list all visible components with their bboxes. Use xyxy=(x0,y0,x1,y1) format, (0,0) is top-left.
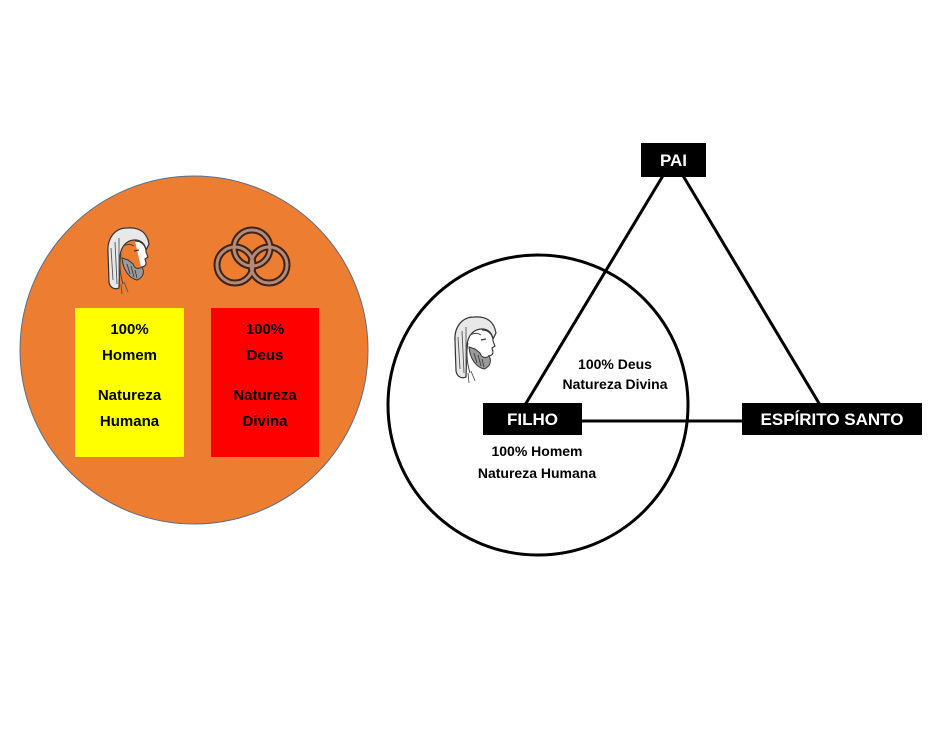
divine-card-background xyxy=(211,308,319,457)
divine-card-line4: Divina xyxy=(242,413,288,430)
human-card-line1: 100% xyxy=(110,321,148,338)
edge-pai-filho xyxy=(523,173,666,406)
divine-card-line3: Natureza xyxy=(233,387,297,404)
node-filho-box xyxy=(483,403,582,435)
node-filho-label: FILHO xyxy=(507,410,558,429)
node-filho: FILHO xyxy=(483,403,582,435)
node-pai: PAI xyxy=(641,143,706,177)
divine-card-line1: 100% xyxy=(246,321,284,338)
node-espirito-box xyxy=(742,403,922,435)
human-card-line4: Humana xyxy=(100,413,160,430)
human-text-line2: Natureza Humana xyxy=(478,465,596,481)
node-espirito-santo: ESPÍRITO SANTO xyxy=(742,403,922,435)
divine-card-line2: Deus xyxy=(247,347,284,364)
triquetra-icon xyxy=(213,226,291,287)
human-nature-card: 100% Homem Natureza Humana xyxy=(75,308,184,457)
divine-nature-card: 100% Deus Natureza Divina xyxy=(211,308,319,457)
node-pai-label: PAI xyxy=(660,151,687,170)
human-card-line3: Natureza xyxy=(98,387,162,404)
node-pai-box xyxy=(641,143,706,177)
divine-text-line2: Natureza Divina xyxy=(562,376,667,392)
trinity-graph: PAI FILHO ESPÍRITO SANTO 100% Deus Natur… xyxy=(386,143,922,557)
nature-circle: 100% Homem Natureza Humana 100% Deus Nat… xyxy=(19,175,369,525)
son-circle xyxy=(386,253,690,557)
human-card-line2: Homem xyxy=(102,347,157,364)
jesus-portrait-icon xyxy=(454,316,497,384)
edge-pai-espirito xyxy=(680,173,822,406)
human-card-background xyxy=(75,308,184,457)
divine-text-line1: 100% Deus xyxy=(578,356,652,372)
human-text-line1: 100% Homem xyxy=(491,443,582,459)
node-espirito-label: ESPÍRITO SANTO xyxy=(761,410,904,429)
